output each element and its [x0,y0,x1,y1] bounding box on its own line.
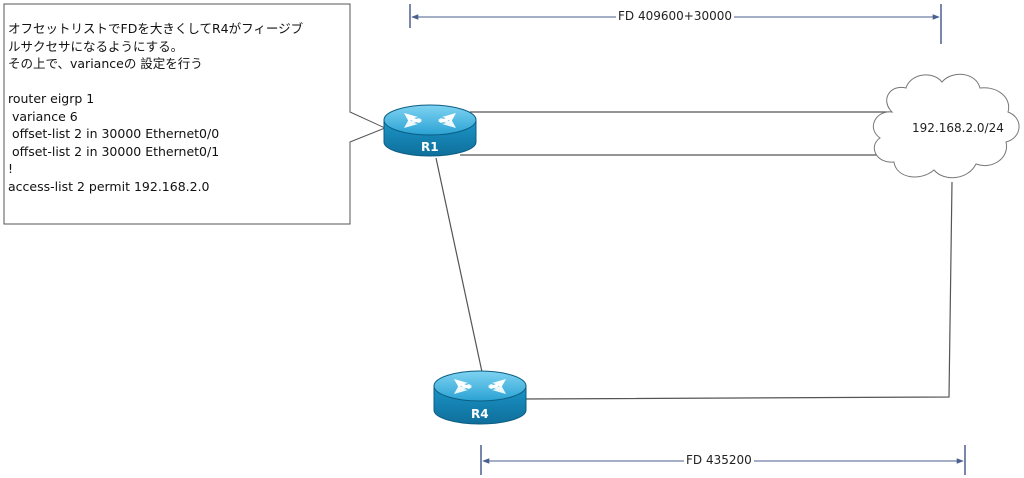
callout-line: offset-list 2 in 30000 Ethernet0/0 [8,126,220,141]
callout-line: ルサクセサになるようにする。 [8,38,184,54]
router-r4[interactable] [433,370,527,425]
callout-line: router eigrp 1 [8,91,95,106]
links [435,111,953,400]
callout-line [8,73,346,91]
callout-box [3,3,387,225]
router-r1[interactable] [383,104,477,157]
callout-line: オフセットリストでFDを大きくしてR4がフィージブ [8,21,304,36]
cloud-network-label: 192.168.2.0/24 [912,121,1004,135]
router-arrows-icon [454,379,506,394]
top-dimension-label: FD 409600+30000 [616,9,734,23]
callout-line: variance 6 [8,108,78,124]
bottom-dimension-label: FD 435200 [684,453,754,467]
callout-line: その上で、varianceの 設定を行う [8,56,203,71]
callout-text: オフセットリストでFDを大きくしてR4がフィージブ ルサクセサになるようにする。… [8,20,346,195]
link-r1-r4 [435,157,483,373]
callout-line: access-list 2 permit 192.168.2.0 [8,178,210,194]
cloud-shape [872,73,1020,179]
callout-line: ! [8,161,14,176]
callout-line: offset-list 2 in 30000 Ethernet0/1 [8,143,220,159]
router-r4-label: R4 [471,407,489,421]
router-arrows-icon [404,113,456,128]
router-r1-label: R1 [421,140,439,154]
link-r4-cloud [521,181,953,400]
